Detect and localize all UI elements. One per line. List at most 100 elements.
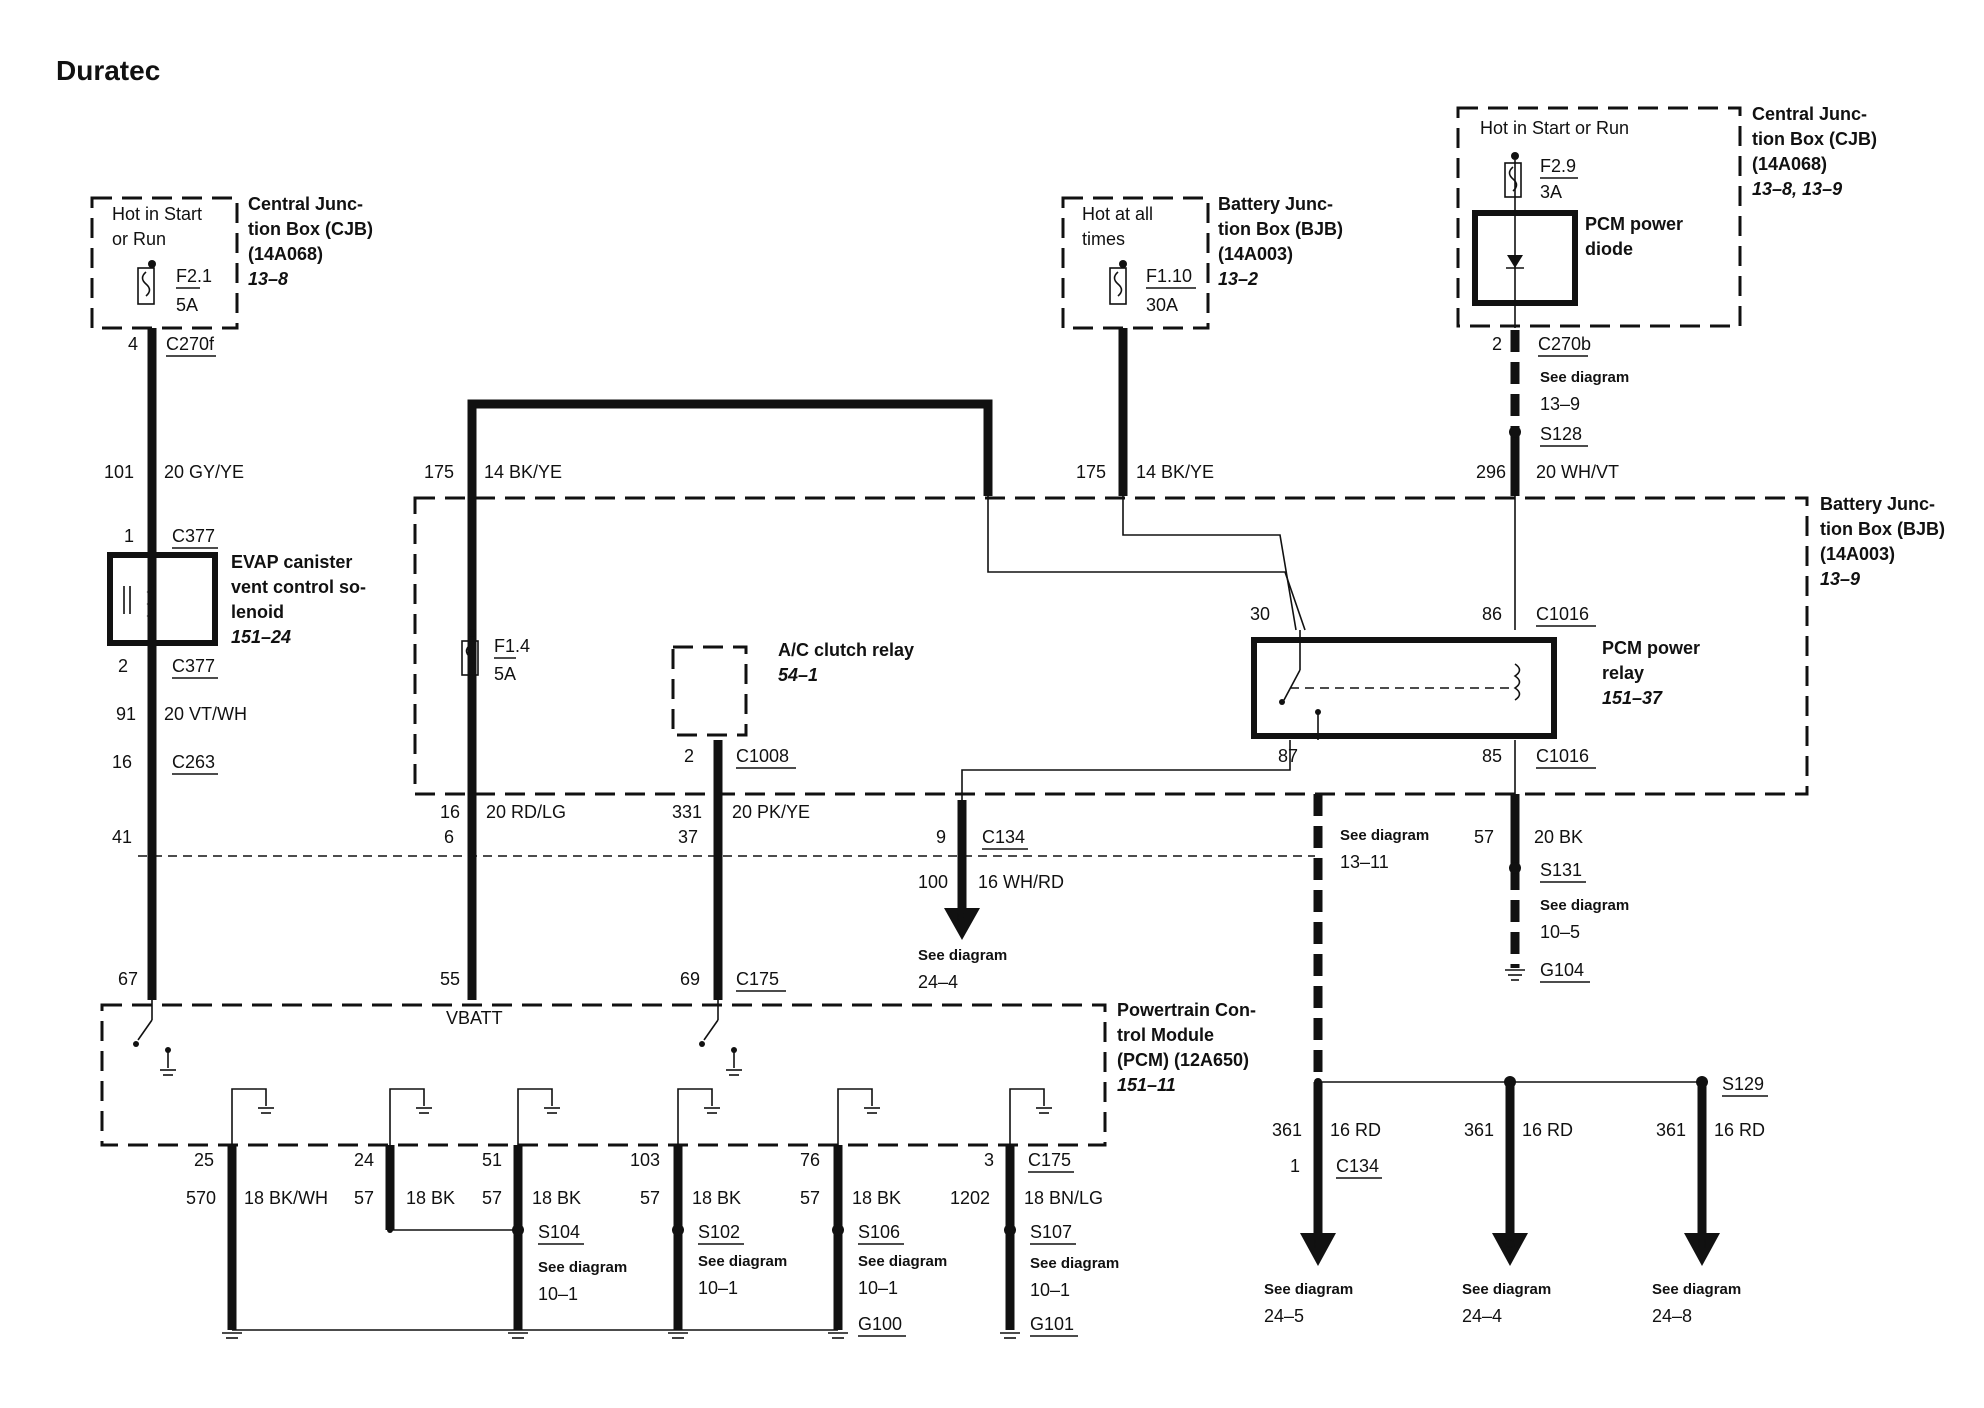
see-diagram-c270b: See diagram xyxy=(1540,369,1629,386)
pcm-switch-ac-icon xyxy=(699,1000,742,1076)
pin-6: 6 xyxy=(444,827,454,847)
splice-s102: S102 xyxy=(698,1222,740,1242)
pin-relay-87: 87 xyxy=(1278,746,1298,766)
relay-name-1: PCM power xyxy=(1602,638,1700,658)
arrow-f-letter: F xyxy=(1313,1236,1321,1251)
wire-361b-color: 16 RD xyxy=(1522,1120,1573,1140)
pin-c1008-2: 2 xyxy=(684,746,694,766)
bjb-top-name-1: Battery Junc- xyxy=(1218,194,1333,214)
evap-name-1: EVAP canister xyxy=(231,552,352,572)
diagram-title: Duratec xyxy=(56,55,160,86)
bjb-top-ref: 13–2 xyxy=(1218,269,1258,289)
cjb-right-name-1: Central Junc- xyxy=(1752,104,1867,124)
pin-37: 37 xyxy=(678,827,698,847)
pcm-name-3: (PCM) (12A650) xyxy=(1117,1050,1249,1070)
bjb-top-fuse-id: F1.10 xyxy=(1146,266,1192,286)
wire-296-color: 20 WH/VT xyxy=(1536,462,1619,482)
arrow-f xyxy=(1300,1233,1336,1266)
diode-name-2: diode xyxy=(1585,239,1633,259)
cjb-right-name-2: tion Box (CJB) xyxy=(1752,129,1877,149)
ref-10-1-c: 10–1 xyxy=(858,1278,898,1298)
wire-175b-color: 14 BK/YE xyxy=(1136,462,1214,482)
bjb-main-box xyxy=(413,496,1809,796)
fuse-f1-10 xyxy=(1109,260,1127,305)
bjb-main-name-1: Battery Junc- xyxy=(1820,494,1935,514)
pin-pcm-103: 103 xyxy=(630,1150,660,1170)
fuse-f2-9 xyxy=(1504,152,1522,198)
wire-570-circuit: 570 xyxy=(186,1188,216,1208)
bjb-main-ref: 13–9 xyxy=(1820,569,1860,589)
bjb-main-name-3: (14A003) xyxy=(1820,544,1895,564)
pin-relay-85: 85 xyxy=(1482,746,1502,766)
wire-100-color: 16 WH/RD xyxy=(978,872,1064,892)
cjb-right-state: Hot in Start or Run xyxy=(1480,118,1629,138)
ref-13-9: 13–9 xyxy=(1540,394,1580,414)
ref-10-1-b: 10–1 xyxy=(698,1278,738,1298)
connector-c134-bottom: C134 xyxy=(1336,1156,1379,1176)
splice-s104: S104 xyxy=(538,1222,580,1242)
wire-91-circuit: 91 xyxy=(116,704,136,724)
pcm-vbatt: VBATT xyxy=(446,1008,503,1028)
arrow-e xyxy=(944,908,980,940)
splice-s128-dot xyxy=(1509,426,1521,438)
cjb-right-name-3: (14A068) xyxy=(1752,154,1827,174)
pin-pcm-67: 67 xyxy=(118,969,138,989)
see-diagram-f: See diagram xyxy=(1264,1281,1353,1298)
pin-16-f14: 16 xyxy=(440,802,460,822)
splice-s104-dot xyxy=(512,1224,524,1236)
pin-pcm-3: 3 xyxy=(984,1150,994,1170)
wire-57b-color: 18 BK xyxy=(532,1188,581,1208)
pin-c377-1: 1 xyxy=(124,526,134,546)
cjb-left-ref: 13–8 xyxy=(248,269,288,289)
wire-16-color: 20 RD/LG xyxy=(486,802,566,822)
wire-570-color: 18 BK/WH xyxy=(244,1188,328,1208)
wire-1202-circuit: 1202 xyxy=(950,1188,990,1208)
pcm-switch-evap-icon xyxy=(133,1000,176,1076)
see-diagram-s104: See diagram xyxy=(538,1259,627,1276)
bjb-fuse-amps: 5A xyxy=(494,664,516,684)
ref-10-5: 10–5 xyxy=(1540,922,1580,942)
see-diagram-13-11: See diagram xyxy=(1340,827,1429,844)
pin-pcm-76: 76 xyxy=(800,1150,820,1170)
splice-s131: S131 xyxy=(1540,860,1582,880)
wire-57a-color: 18 BK xyxy=(406,1188,455,1208)
splice-s107-dot xyxy=(1004,1224,1016,1236)
fuse-f1-4 xyxy=(461,629,479,676)
pin-pcm-55: 55 xyxy=(440,969,460,989)
see-diagram-s107: See diagram xyxy=(1030,1255,1119,1272)
connector-c270f: C270f xyxy=(166,334,215,354)
pin-c377-2: 2 xyxy=(118,656,128,676)
see-diagram-g: See diagram xyxy=(1462,1281,1551,1298)
wire-101-circuit: 101 xyxy=(104,462,134,482)
wire-175a-color: 14 BK/YE xyxy=(484,462,562,482)
splice-s107: S107 xyxy=(1030,1222,1072,1242)
bjb-top-state-2: times xyxy=(1082,229,1125,249)
connector-c175-bottom: C175 xyxy=(1028,1150,1071,1170)
splice-s106: S106 xyxy=(858,1222,900,1242)
cjb-left-state-1: Hot in Start xyxy=(112,204,202,224)
pin-pcm-69: 69 xyxy=(680,969,700,989)
pin-pcm-51: 51 xyxy=(482,1150,502,1170)
ref-13-11: 13–11 xyxy=(1340,852,1389,872)
pcm-box xyxy=(100,1003,1107,1147)
wire-57-20bk-circuit: 57 xyxy=(1474,827,1494,847)
ground-g100: G100 xyxy=(858,1314,902,1334)
pcm-power-relay-box xyxy=(1251,637,1557,739)
ref-24-5: 24–5 xyxy=(1264,1306,1304,1326)
wire-57c-color: 18 BK xyxy=(692,1188,741,1208)
relay-name-2: relay xyxy=(1602,663,1644,683)
ground-icons xyxy=(222,1332,1020,1339)
wire-57a-circuit: 57 xyxy=(354,1188,374,1208)
ac-relay-ref: 54–1 xyxy=(778,665,818,685)
ref-10-1-d: 10–1 xyxy=(1030,1280,1070,1300)
wire-relay87-to-c134 xyxy=(961,740,1291,800)
relay-ref: 151–37 xyxy=(1602,688,1663,708)
arrow-h-letter: H xyxy=(1697,1236,1706,1251)
evap-ref: 151–24 xyxy=(231,627,291,647)
cjb-right-ref: 13–8, 13–9 xyxy=(1752,179,1842,199)
connector-c1016-top: C1016 xyxy=(1536,604,1589,624)
connector-c270b: C270b xyxy=(1538,334,1591,354)
pin-c263-16: 16 xyxy=(112,752,132,772)
wire-175b-to-relay xyxy=(1122,496,1297,631)
pcm-ref: 151–11 xyxy=(1117,1075,1176,1095)
